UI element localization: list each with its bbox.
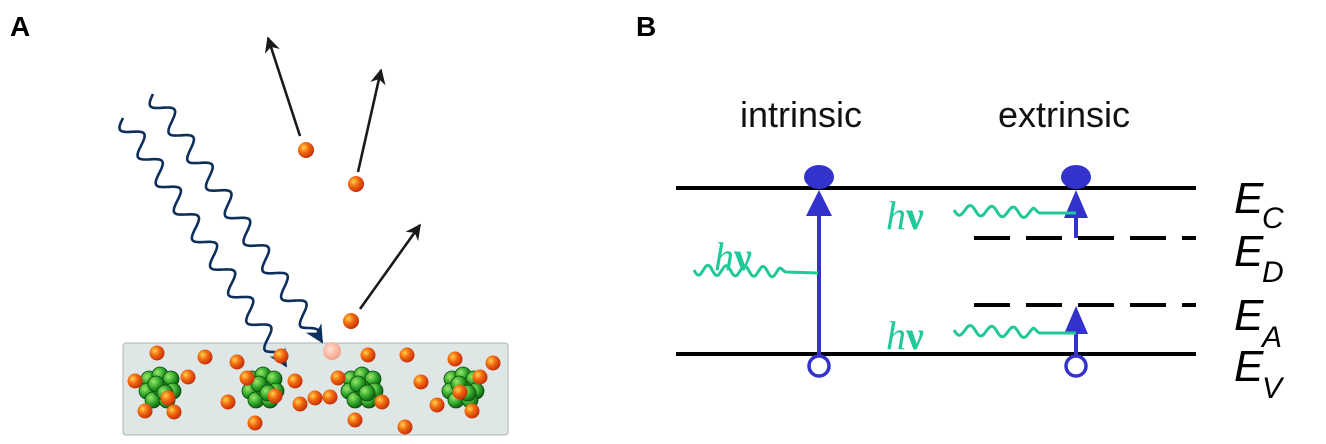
substrate-electron bbox=[180, 369, 196, 385]
substrate-electron bbox=[127, 373, 143, 389]
substrate-electron bbox=[413, 374, 429, 390]
substrate-electron bbox=[399, 347, 415, 363]
panel-b: B intrinsic extrinsic hν hν bbox=[636, 11, 1285, 405]
substrate-electron bbox=[307, 390, 323, 406]
substrate-electron bbox=[397, 419, 413, 435]
atom-clusters bbox=[138, 366, 485, 409]
substrate-electron bbox=[452, 384, 468, 400]
substrate-electron bbox=[197, 349, 213, 365]
emitted-electron-arrow bbox=[356, 68, 386, 173]
photon-wave-donor bbox=[952, 204, 1076, 219]
level-label-ed: E D bbox=[1234, 227, 1284, 289]
substrate-electron bbox=[267, 388, 283, 404]
photon-energy-label: hν bbox=[886, 313, 924, 358]
substrate-electron bbox=[330, 370, 346, 386]
photon-energy-label: hν bbox=[714, 234, 752, 279]
extrinsic-hole bbox=[1064, 354, 1088, 378]
donor-arrow-head bbox=[1064, 190, 1088, 218]
substrate-electron bbox=[166, 404, 182, 420]
panel-b-label: B bbox=[636, 11, 656, 42]
substrate-electron bbox=[220, 394, 236, 410]
svg-text:E: E bbox=[1234, 291, 1264, 340]
substrate-electron bbox=[239, 370, 255, 386]
incident-photon-wave bbox=[118, 117, 288, 368]
atom-cluster bbox=[340, 366, 384, 409]
extrinsic-label: extrinsic bbox=[998, 94, 1130, 135]
svg-text:V: V bbox=[1262, 372, 1285, 405]
substrate-electron bbox=[429, 397, 445, 413]
level-label-ev: E V bbox=[1234, 342, 1285, 405]
substrate-electron bbox=[229, 354, 245, 370]
extrinsic-electron bbox=[1061, 165, 1091, 189]
svg-text:E: E bbox=[1234, 174, 1264, 223]
substrate-electron bbox=[360, 347, 376, 363]
svg-text:C: C bbox=[1262, 202, 1284, 235]
substrate-electron bbox=[273, 348, 289, 364]
substrate-electron bbox=[137, 403, 153, 419]
atom-cluster bbox=[138, 366, 182, 409]
substrate-electrons bbox=[127, 345, 501, 435]
substrate-electron bbox=[472, 369, 488, 385]
svg-text:A: A bbox=[1260, 321, 1282, 354]
substrate-electron bbox=[149, 345, 165, 361]
substrate-electron bbox=[160, 390, 176, 406]
substrate-electron bbox=[374, 394, 390, 410]
photon-wave-acceptor bbox=[952, 324, 1076, 339]
svg-text:D: D bbox=[1262, 256, 1284, 289]
intrinsic-electron bbox=[804, 165, 834, 189]
panel-a: A bbox=[10, 11, 509, 436]
substrate-electron bbox=[347, 412, 363, 428]
photon-wave-intrinsic bbox=[692, 263, 819, 279]
excited-electron bbox=[323, 342, 341, 360]
substrate-electron bbox=[447, 351, 463, 367]
emitted-electron-arrow bbox=[358, 223, 422, 310]
atom bbox=[358, 384, 376, 402]
substrate-electron bbox=[464, 403, 480, 419]
svg-text:E: E bbox=[1234, 227, 1264, 276]
intrinsic-arrow-head bbox=[806, 190, 832, 216]
substrate-electron bbox=[247, 415, 263, 431]
incident-photon-wave bbox=[148, 93, 324, 344]
intrinsic-label: intrinsic bbox=[740, 94, 862, 135]
intrinsic-hole bbox=[807, 354, 831, 378]
photon-energy-label: hν bbox=[886, 193, 924, 238]
substrate-electron bbox=[287, 373, 303, 389]
substrate-electron bbox=[485, 355, 501, 371]
level-label-ec: E C bbox=[1234, 174, 1284, 235]
substrate-electron bbox=[292, 396, 308, 412]
emitted-electron-arrow bbox=[264, 36, 302, 137]
emitted-electron bbox=[343, 313, 359, 329]
substrate-electron bbox=[322, 389, 338, 405]
emitted-electron bbox=[298, 142, 314, 158]
svg-text:E: E bbox=[1234, 342, 1264, 391]
level-label-ea: E A bbox=[1234, 291, 1282, 354]
acceptor-arrow-head bbox=[1064, 306, 1088, 334]
emitted-electron bbox=[348, 176, 364, 192]
panel-a-label: A bbox=[10, 11, 30, 42]
